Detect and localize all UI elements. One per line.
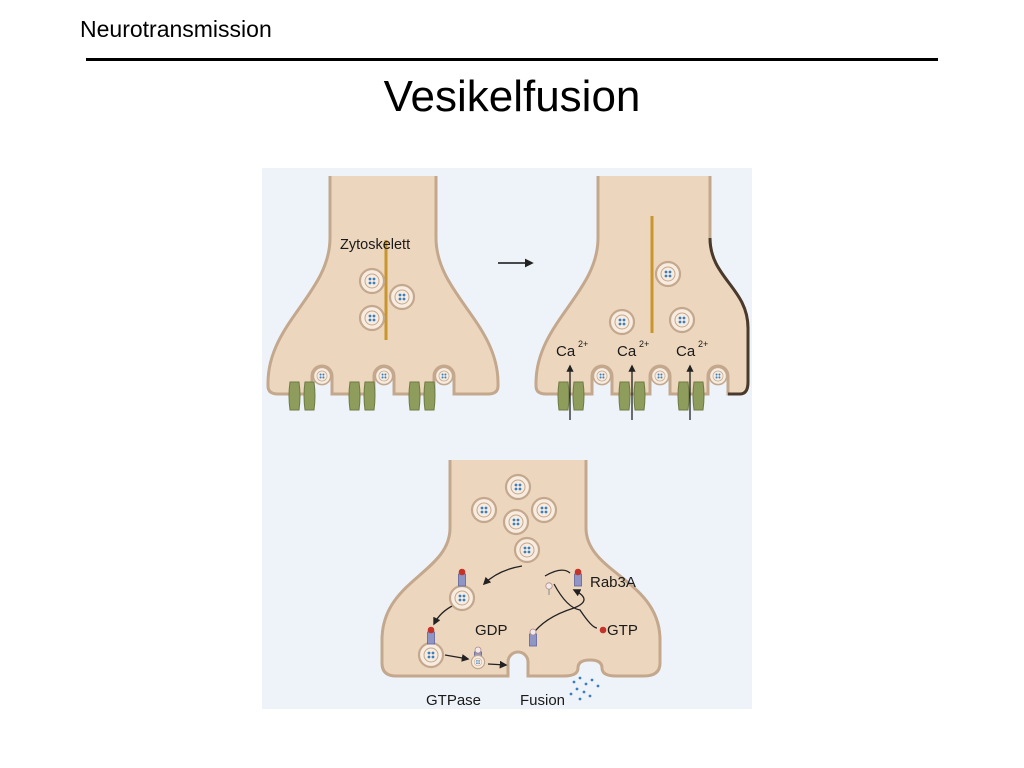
svg-text:2+: 2+ — [578, 339, 588, 349]
synaptic-vesicle — [358, 267, 386, 295]
slide-title: Vesikelfusion — [383, 72, 641, 121]
cycle-arrow — [444, 654, 470, 662]
docked-vesicle — [708, 366, 728, 386]
calcium-ion-label: Ca 2+ — [617, 339, 649, 360]
docked-vesicle — [374, 366, 394, 386]
panel-activated-terminal: Ca 2+ Ca 2+ Ca 2+ — [534, 176, 750, 420]
synaptic-vesicle — [654, 260, 682, 288]
synaptic-vesicle — [470, 496, 498, 524]
calcium-ion-label: Ca 2+ — [676, 339, 708, 360]
gdp-molecule — [545, 582, 553, 595]
gtpase-label: GTPase — [426, 692, 481, 709]
docked-vesicle — [650, 366, 670, 386]
docked-vesicle — [312, 366, 332, 386]
released-transmitter — [569, 676, 600, 701]
docked-vesicle — [592, 366, 612, 386]
vesicle-fusion-figure: Zytoskelett Ca 2+ Ca 2+ Ca 2+ — [262, 168, 752, 709]
cycle-arrow — [482, 565, 523, 586]
terminal-depolarized-edge — [708, 237, 750, 396]
cytoskeleton-label: Zytoskelett — [340, 237, 410, 253]
synaptic-vesicle — [388, 283, 416, 311]
cycle-arrow — [544, 569, 571, 577]
synaptic-vesicle — [668, 306, 696, 334]
svg-text:Ca: Ca — [676, 343, 696, 360]
calcium-ion-label: Ca 2+ — [556, 339, 588, 360]
svg-text:2+: 2+ — [639, 339, 649, 349]
docked-vesicle — [434, 366, 454, 386]
fusion-label: Fusion — [520, 692, 565, 709]
cycle-arrow — [433, 604, 455, 626]
synaptic-vesicle — [358, 304, 386, 332]
gdp-label: GDP — [475, 622, 508, 639]
panel-rab3a-cycle: Rab3A GDP GTP GTPase Fusion — [380, 460, 662, 709]
gtp-molecule — [599, 626, 607, 634]
terminal-outline-cycle — [380, 460, 662, 678]
cycle-arrow — [553, 583, 598, 629]
rab3a-label: Rab3A — [590, 574, 636, 591]
svg-text:2+: 2+ — [698, 339, 708, 349]
svg-text:Ca: Ca — [617, 343, 637, 360]
synaptic-vesicle — [504, 473, 532, 501]
synaptic-vesicle — [530, 496, 558, 524]
synaptic-vesicle — [502, 508, 530, 536]
free-rab3a-gdp-protein — [529, 628, 537, 647]
free-rab3a-protein — [574, 568, 582, 587]
cycle-arrow — [487, 660, 508, 669]
section-header: Neurotransmission — [80, 16, 272, 42]
header-divider — [86, 58, 938, 61]
synaptic-vesicle — [513, 536, 541, 564]
gtp-label: GTP — [607, 622, 638, 639]
synaptic-vesicle — [608, 308, 636, 336]
svg-text:Ca: Ca — [556, 343, 576, 360]
panel-resting-terminal: Zytoskelett — [266, 176, 500, 411]
